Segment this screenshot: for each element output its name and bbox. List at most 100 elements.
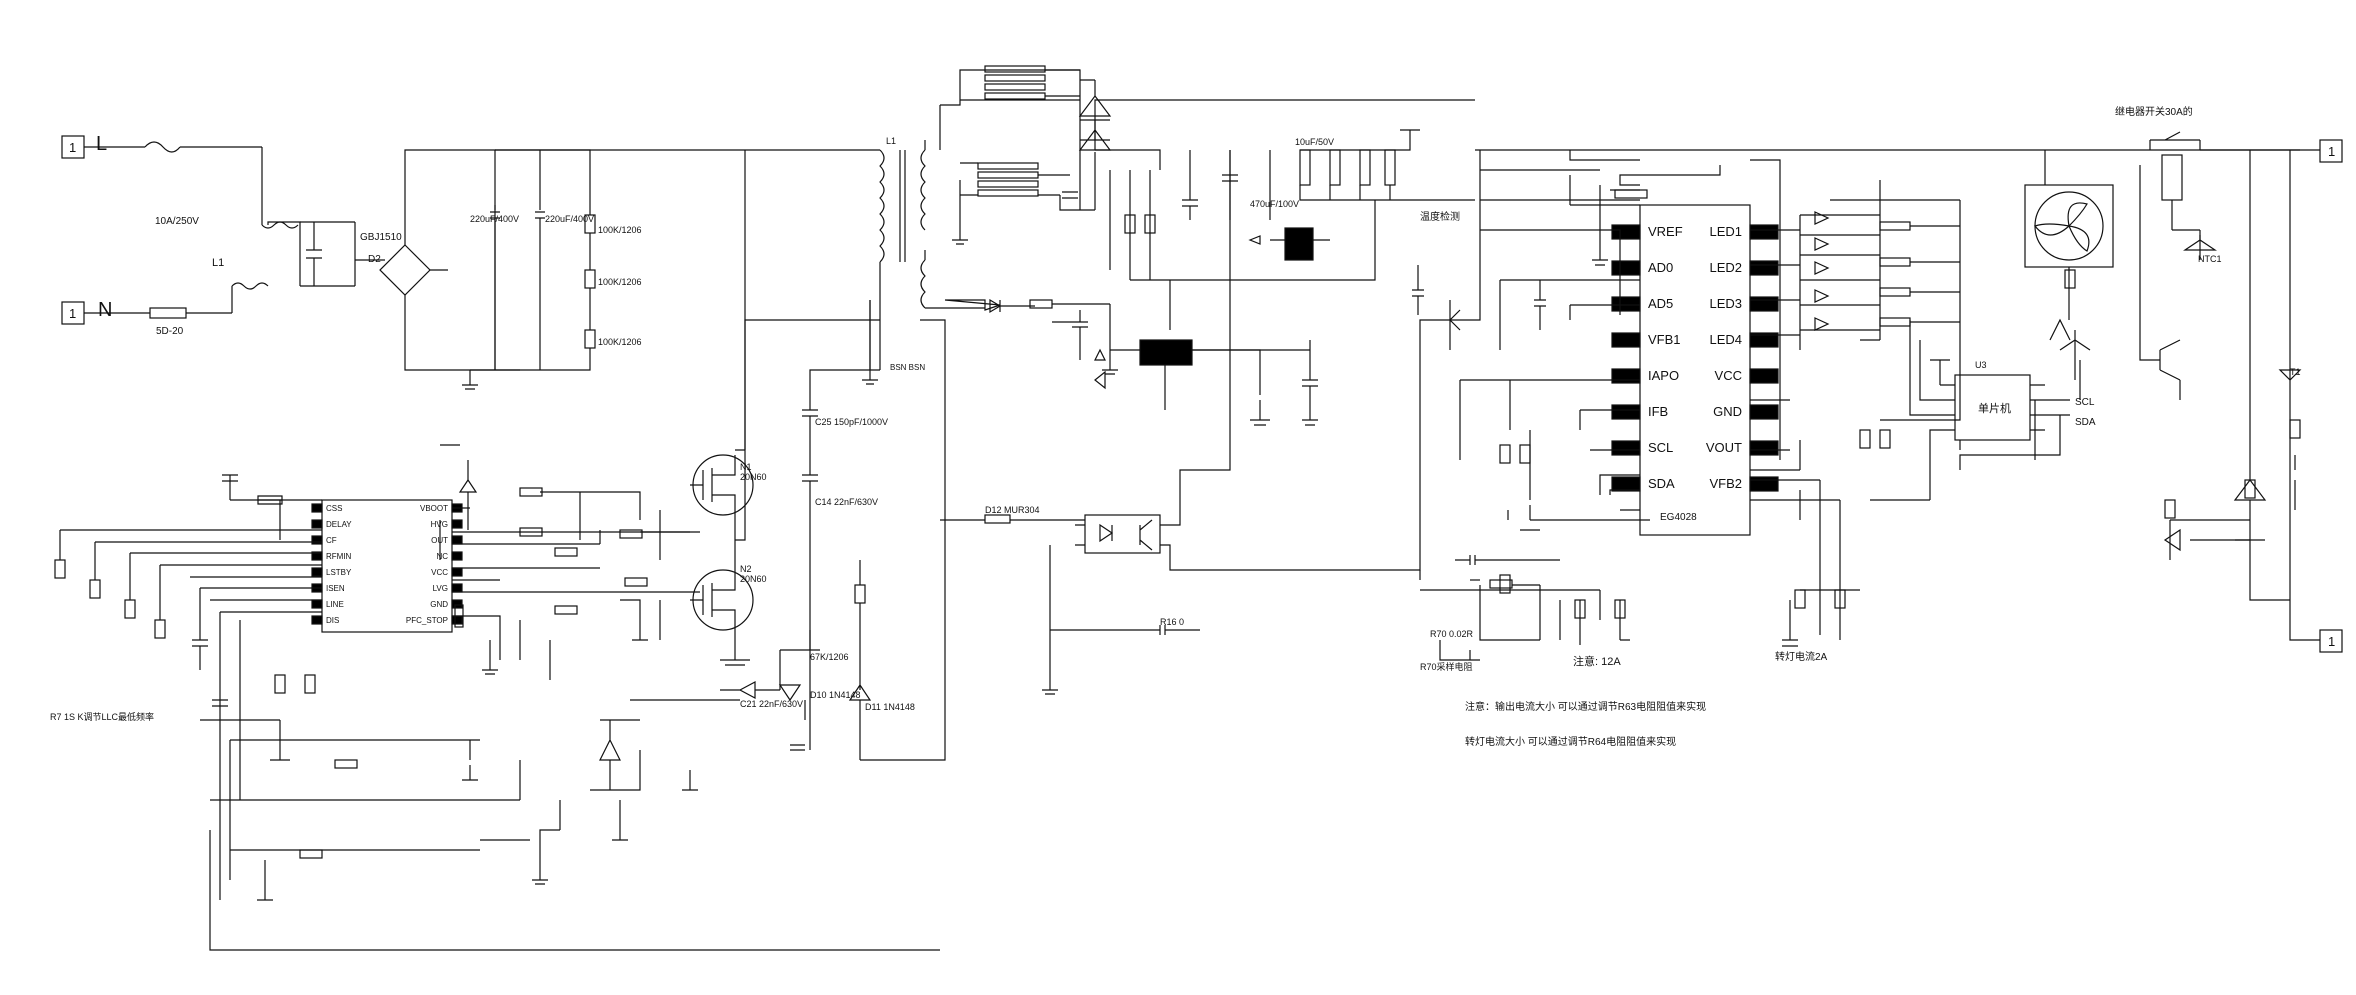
ic-pin: [1611, 332, 1641, 348]
ic-pin: [451, 551, 463, 561]
c14-label: C25 150pF/1000V: [815, 417, 888, 427]
ac-input-section: 1 L 1 N 10A/250V 5D-20 L1 GBJ1510 D2 220…: [61, 133, 746, 450]
yc1-label: R16 0: [1160, 617, 1184, 627]
svg-text:1: 1: [2328, 144, 2335, 159]
relay-note: 继电器开关30A的: [2115, 105, 2193, 118]
bridge-rectifier: [379, 244, 431, 296]
ic-pin: [451, 599, 463, 609]
transformer-t1: L1 BSN BSN: [745, 136, 985, 385]
llc-ic-body: [321, 499, 453, 633]
led-drivers: [1750, 180, 1961, 421]
svg-text:N2: N2: [740, 564, 752, 574]
notes: 注意: 12A 注意：输出电流大小 可以通过调节R63电阻阻值来实现 转灯电流大…: [1465, 650, 1828, 748]
mcu-scl: SCL: [2075, 397, 2095, 408]
gate-drive: [439, 444, 700, 680]
ic-pin: [1611, 440, 1641, 456]
ic-pin-label: SDA: [1648, 476, 1675, 491]
ic-pin: [311, 551, 323, 561]
mcu-ref: U3: [1975, 360, 1987, 370]
ic-pin-label: NC: [436, 552, 448, 561]
bus-resistors: 470uF/100V 10uF/50V: [1182, 129, 1475, 281]
ic-pin: [1611, 260, 1641, 276]
note-r64: 转灯电流大小 可以通过调节R64电阻阻值来实现: [1465, 735, 1676, 748]
ic-pin: [451, 535, 463, 545]
ic-pin-label: VBOOT: [420, 504, 448, 513]
d11-label: D10 1N4148: [810, 690, 861, 700]
mosfet-n1: N1 20N60: [690, 454, 767, 516]
optocoupler: D12 MUR304 R16 0: [940, 150, 1370, 695]
ic-pin-label: AD0: [1648, 260, 1673, 275]
ntc-value: 5D-20: [156, 326, 184, 337]
ic-pin-label: RFMIN: [326, 552, 352, 561]
ic-pin-label: LED3: [1709, 296, 1742, 311]
ic-pin-label: VCC: [431, 568, 448, 577]
eg4028-periphery: R70 0.02R R70采样电阻 温度检测: [1370, 150, 1891, 672]
ic-pin-label: CF: [326, 536, 337, 545]
res-67k: 10uF/50V: [1295, 137, 1334, 147]
svg-text:1: 1: [2328, 634, 2335, 649]
r16-label: D12 MUR304: [985, 505, 1040, 515]
ic-pin: [1749, 404, 1779, 420]
mosfet-n2: N2 20N60: [690, 564, 767, 631]
ic-pin: [451, 583, 463, 593]
divider-r1: 100K/1206: [598, 225, 642, 235]
regulator-block: [1110, 339, 1318, 426]
ic-pin: [311, 535, 323, 545]
note-r7: R7 1S K调节LLC最低频率: [50, 711, 154, 722]
note-2a: 转灯电流2A: [1775, 650, 1828, 663]
ic-pin: [1749, 368, 1779, 384]
svg-text:N1: N1: [740, 462, 752, 472]
ic-pin-label: ISEN: [326, 584, 345, 593]
ic-pin: [311, 503, 323, 513]
ic-pin: [1611, 404, 1641, 420]
ic-pin-label: CSS: [326, 504, 342, 513]
ic-pin: [1749, 224, 1779, 240]
d12-label: D11 1N4148: [865, 702, 915, 712]
cap-470uf: 470uF/100V: [1250, 199, 1299, 209]
ic-pin-label: SCL: [1648, 440, 1673, 455]
ic-pin: [1611, 224, 1641, 240]
fuse-block: [1284, 227, 1314, 261]
choke-label: L1: [212, 257, 224, 269]
fan-symbol: [2024, 150, 2114, 460]
relay-section: 继电器开关30A的 NTC1: [2115, 105, 2300, 400]
d10-label: C21 22nF/630V: [740, 699, 803, 709]
mcu-u3: 单片机 U3 SCL SDA: [1870, 320, 2096, 501]
ic-pin-label: LSTBY: [326, 568, 352, 577]
regulator-ic: [1139, 339, 1193, 366]
ic-pin-label: DELAY: [326, 520, 352, 529]
ic-pin-label: VFB2: [1709, 476, 1742, 491]
ic-pin: [451, 519, 463, 529]
ic-pin-label: LED1: [1709, 224, 1742, 239]
bulk-cap-1: 220uF/400V: [470, 214, 519, 224]
ic-pin: [451, 615, 463, 625]
relay-coil: [2161, 154, 2183, 201]
output-port-1: [2319, 139, 2343, 163]
ic-pin-label: AD5: [1648, 296, 1673, 311]
fuse-symbol: [144, 141, 181, 153]
ic-pin-label: LVG: [433, 584, 448, 593]
optocoupler-body: [1084, 514, 1161, 554]
ic-pin: [1749, 260, 1779, 276]
output-port-2: [2319, 629, 2343, 653]
ic-pin-label: GND: [1713, 404, 1742, 419]
ic-pin-label: LED2: [1709, 260, 1742, 275]
output-section: 1 1 T1: [1475, 139, 2343, 653]
ic-pin: [311, 567, 323, 577]
c25-label: 67K/1206: [810, 652, 849, 662]
note-12a: 注意: 12A: [1573, 654, 1621, 668]
ic-pin-label: GND: [430, 600, 448, 609]
ic-pin-label: LED4: [1709, 332, 1742, 347]
ic-pin: [1749, 332, 1779, 348]
ic-pin: [451, 567, 463, 577]
note-r63: 注意：输出电流大小 可以通过调节R63电阻阻值来实现: [1465, 700, 1706, 713]
ic-pin: [311, 519, 323, 529]
bulk-cap-2: 220uF/400V: [545, 214, 594, 224]
divider-r3: 100K/1206: [598, 337, 642, 347]
ic-pin-label: LINE: [326, 600, 344, 609]
ic-pin-label: IFB: [1648, 404, 1668, 419]
ic-pin-label: VREF: [1648, 224, 1683, 239]
